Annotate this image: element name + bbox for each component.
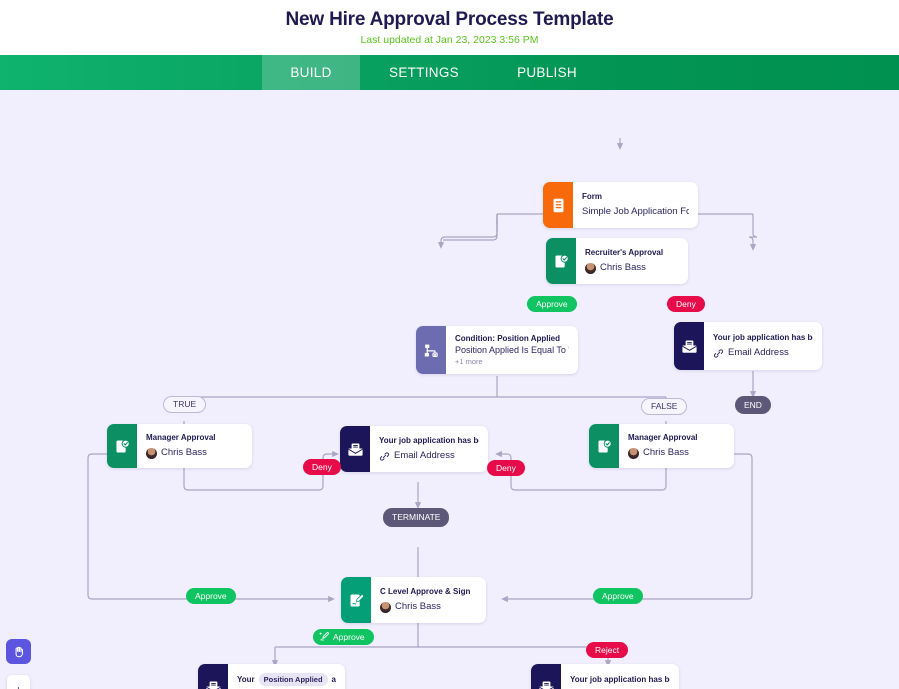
node-form-title: Form: [582, 192, 602, 201]
zoom-in-button[interactable]: +: [7, 675, 30, 689]
approval-icon: [107, 424, 137, 468]
node-condition-body: Condition: Position Applied Position App…: [446, 326, 578, 374]
node-c-level-body: C Level Approve & Sign Chris Bass: [371, 577, 486, 623]
node-manager-approval-left-assignee: Chris Bass: [146, 446, 243, 460]
badge-approve-sign[interactable]: Approve: [313, 629, 374, 645]
assignee-name: Chris Bass: [600, 262, 646, 273]
badge-reject[interactable]: Reject: [586, 642, 629, 658]
node-c-level-title: C Level Approve & Sign: [380, 587, 471, 596]
badge-end: END: [735, 396, 771, 414]
avatar: [585, 262, 596, 274]
badge-approve-manager-right[interactable]: Approve: [593, 588, 643, 604]
node-email-offer-body: Your Position Applied app... Email Addre…: [228, 664, 345, 689]
tab-build[interactable]: BUILD: [262, 55, 360, 90]
link-icon: [379, 451, 390, 462]
node-manager-approval-left-title: Manager Approval: [146, 433, 216, 442]
email-icon: [340, 426, 370, 472]
email-icon: [531, 664, 561, 689]
node-manager-approval-right[interactable]: Manager Approval Chris Bass: [589, 424, 734, 468]
node-manager-approval-left-body: Manager Approval Chris Bass: [137, 424, 252, 468]
node-manager-approval-left[interactable]: Manager Approval Chris Bass: [107, 424, 252, 468]
node-manager-approval-right-assignee: Chris Bass: [628, 446, 725, 460]
node-form[interactable]: Form Simple Job Application Fo...: [543, 182, 698, 228]
node-email-reject-body: Your job application has been... Email A…: [561, 664, 679, 689]
badge-approve-sign-label: Approve: [333, 632, 365, 642]
tab-bar: BUILD SETTINGS PUBLISH: [0, 55, 899, 90]
node-email-reject[interactable]: Your job application has been... Email A…: [531, 664, 679, 689]
avatar: [146, 447, 157, 459]
node-email-deny-mid[interactable]: Your job application has been... Email A…: [340, 426, 488, 472]
node-manager-approval-right-title: Manager Approval: [628, 433, 698, 442]
zoom-in-label: +: [14, 683, 22, 689]
node-c-level-approve-sign[interactable]: C Level Approve & Sign Chris Bass: [341, 577, 486, 623]
assignee-name: Chris Bass: [161, 447, 207, 458]
badge-false: FALSE: [641, 398, 688, 415]
page-title: New Hire Approval Process Template: [285, 9, 614, 30]
node-email-offer[interactable]: Your Position Applied app... Email Addre…: [198, 664, 345, 689]
node-condition-expression: Position Applied Is Equal To ": [455, 345, 569, 356]
form-icon: [543, 182, 573, 228]
node-manager-approval-right-body: Manager Approval Chris Bass: [619, 424, 734, 468]
page-header: New Hire Approval Process Template Last …: [0, 0, 899, 55]
tab-publish[interactable]: PUBLISH: [517, 65, 577, 80]
email-icon: [674, 322, 704, 370]
node-email-deny-top-title: Your job application has been...: [713, 333, 813, 342]
avatar: [628, 447, 639, 459]
node-recruiter-approval-body: Recruiter's Approval Chris Bass: [576, 238, 688, 284]
tab-settings[interactable]: SETTINGS: [389, 65, 459, 80]
hand-pan-icon: [12, 645, 26, 659]
workflow-canvas[interactable]: Form Simple Job Application Fo... Recrui…: [0, 90, 899, 689]
node-condition-title: Condition: Position Applied: [455, 334, 561, 343]
title-suffix: app...: [331, 674, 336, 684]
node-email-offer-title: Your Position Applied app...: [237, 673, 336, 686]
node-email-deny-top[interactable]: Your job application has been... Email A…: [674, 322, 822, 370]
assignee-name: Chris Bass: [395, 601, 441, 612]
node-recruiter-approval[interactable]: Recruiter's Approval Chris Bass: [546, 238, 688, 284]
email-field-label: Email Address: [728, 347, 789, 358]
title-prefix: Your: [237, 674, 255, 684]
email-field-label: Email Address: [394, 450, 455, 461]
node-email-deny-mid-title: Your job application has been...: [379, 436, 479, 445]
zoom-controls: + 63% –: [7, 675, 30, 689]
badge-approve-manager-left[interactable]: Approve: [186, 588, 236, 604]
badge-deny-recruiter[interactable]: Deny: [667, 296, 705, 312]
badge-deny-manager-right[interactable]: Deny: [487, 460, 525, 476]
variable-chip-position-applied: Position Applied: [258, 673, 328, 686]
sign-approval-icon: [341, 577, 371, 623]
pan-tool-button[interactable]: [6, 639, 31, 664]
node-recruiter-approval-assignee: Chris Bass: [585, 261, 679, 275]
node-email-reject-title: Your job application has been...: [570, 674, 670, 684]
avatar: [380, 601, 391, 613]
node-recruiter-approval-title: Recruiter's Approval: [585, 248, 664, 257]
node-condition[interactable]: Condition: Position Applied Position App…: [416, 326, 578, 374]
node-email-deny-mid-field: Email Address: [379, 449, 479, 463]
condition-branch-icon: [416, 326, 446, 374]
node-form-body: Form Simple Job Application Fo...: [573, 182, 698, 228]
node-form-subtitle: Simple Job Application Fo...: [582, 206, 689, 217]
signature-icon: [319, 631, 330, 642]
badge-approve-recruiter[interactable]: Approve: [527, 296, 577, 312]
approval-icon: [546, 238, 576, 284]
node-email-deny-top-field: Email Address: [713, 346, 813, 360]
approval-icon: [589, 424, 619, 468]
link-icon: [713, 348, 724, 359]
node-c-level-assignee: Chris Bass: [380, 600, 477, 614]
last-updated-text: Last updated at Jan 23, 2023 3:56 PM: [360, 34, 539, 46]
assignee-name: Chris Bass: [643, 447, 689, 458]
node-email-deny-mid-body: Your job application has been... Email A…: [370, 426, 488, 472]
badge-deny-manager-left[interactable]: Deny: [303, 459, 341, 475]
email-icon: [198, 664, 228, 689]
node-email-deny-top-body: Your job application has been... Email A…: [704, 322, 822, 370]
badge-true: TRUE: [163, 396, 207, 413]
node-condition-more: +1 more: [455, 357, 483, 366]
badge-terminate: TERMINATE: [383, 508, 450, 527]
